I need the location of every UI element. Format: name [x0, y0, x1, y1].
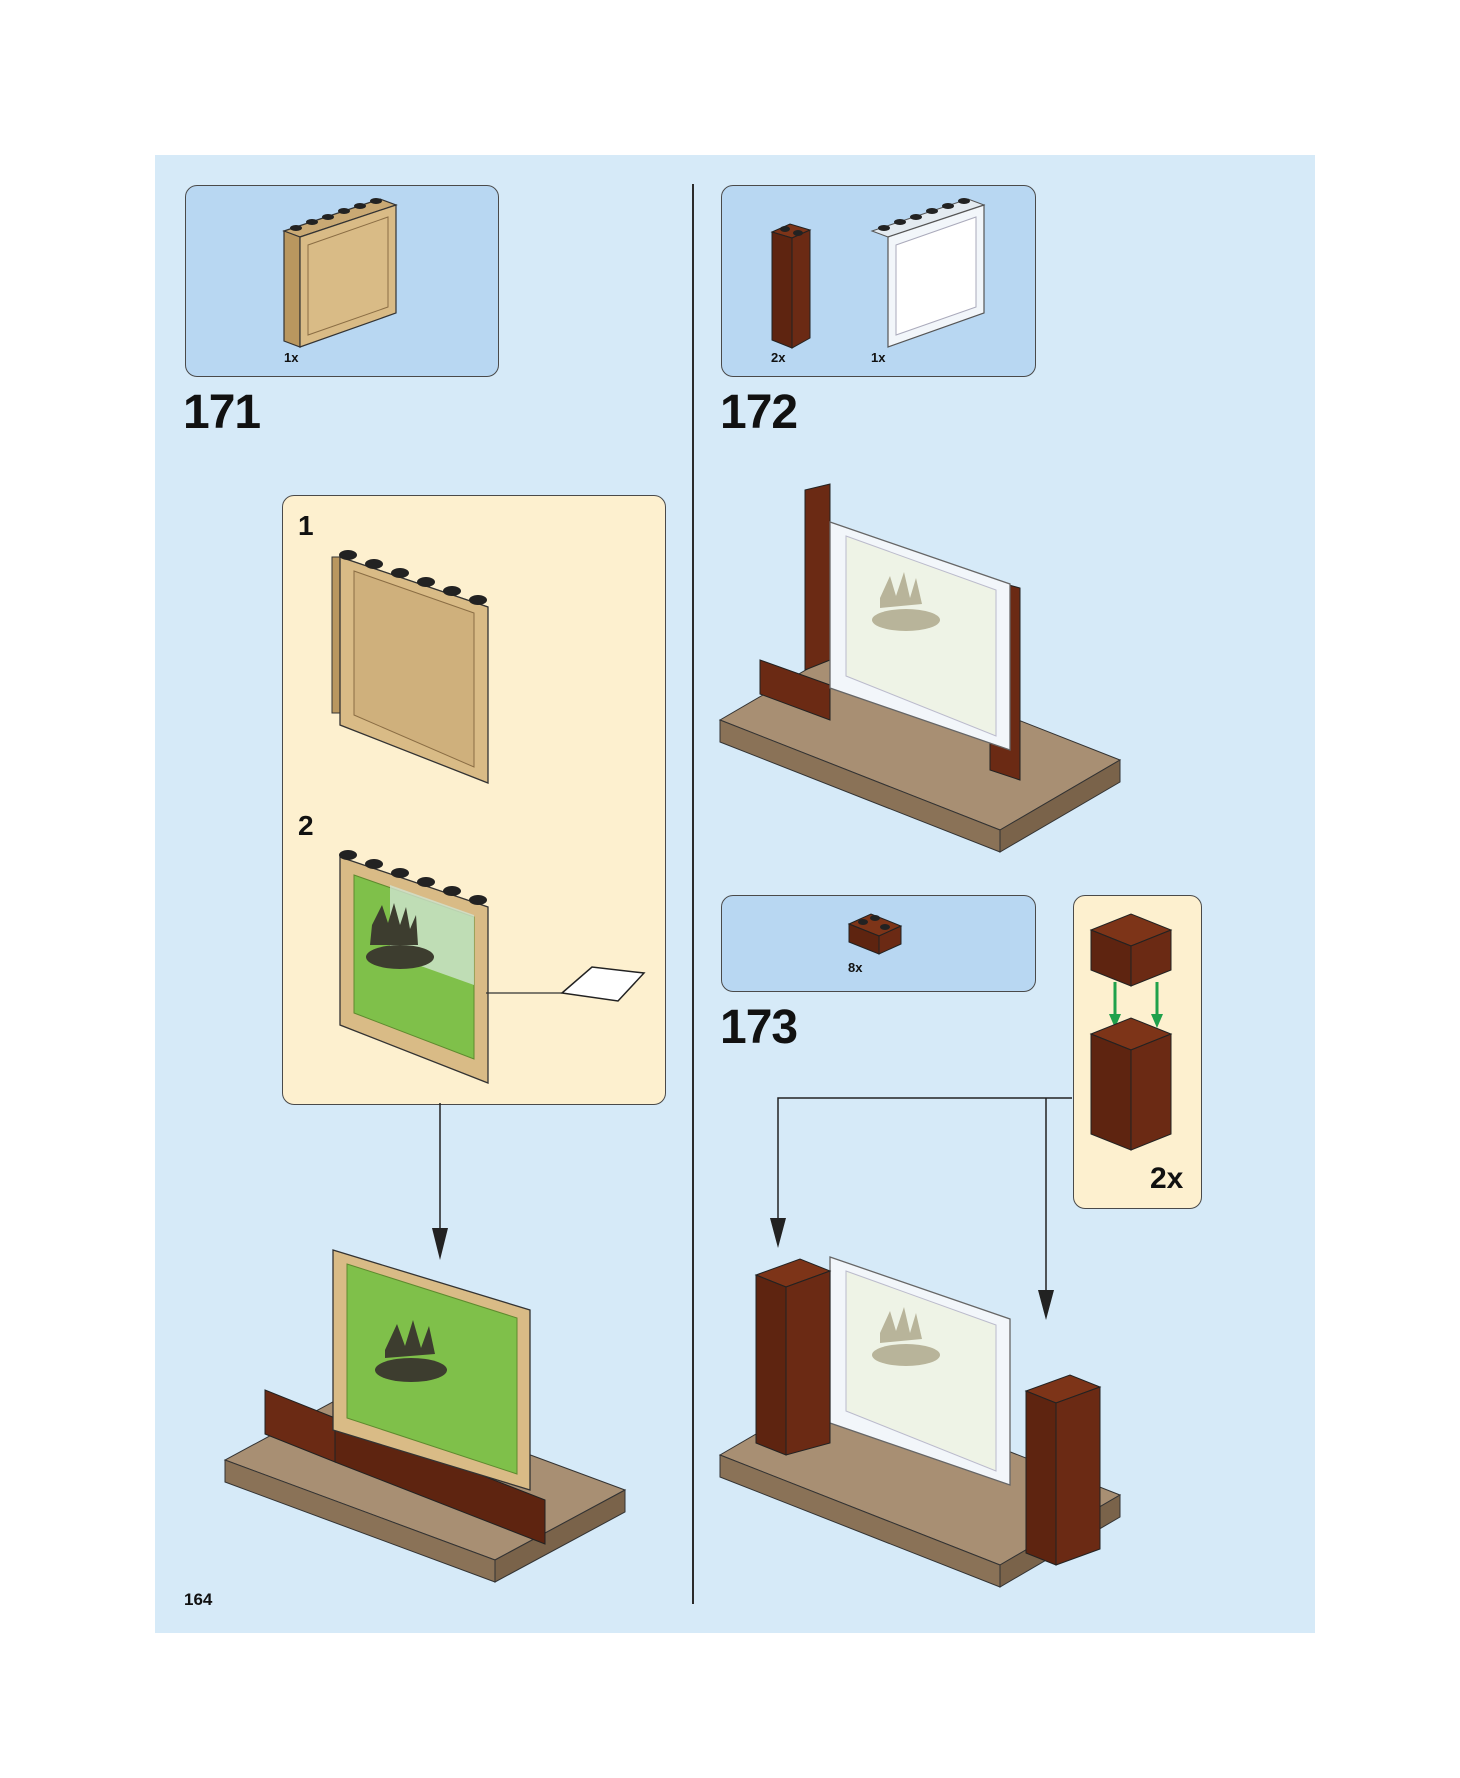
model-step-173 — [720, 1215, 1120, 1615]
panel-with-sticker-sub-step-2 — [330, 845, 650, 1085]
corner-brick-part-image — [845, 910, 915, 960]
part-qty-172-2: 1x — [871, 350, 885, 365]
sub-assembly-multiplier: 2x — [1150, 1162, 1183, 1196]
part-qty-172-1: 2x — [771, 350, 785, 365]
tan-panel-sub-step-1 — [330, 545, 520, 785]
step-number-173: 173 — [720, 1000, 797, 1055]
tan-panel-part-image — [280, 195, 410, 355]
step-number-172: 172 — [720, 385, 797, 440]
corner-brick-stack-sub-assembly — [1085, 910, 1195, 1150]
page-number: 164 — [184, 1590, 212, 1610]
brown-brick-part-image — [768, 220, 828, 350]
model-step-171 — [225, 1240, 625, 1620]
model-step-172 — [720, 480, 1120, 870]
step-number-171: 171 — [183, 385, 260, 440]
part-qty-173-1: 8x — [848, 960, 862, 975]
window-part-image — [868, 195, 998, 355]
sub-step-number-1: 1 — [298, 510, 314, 542]
placement-arrow-171 — [430, 1103, 450, 1263]
sub-step-number-2: 2 — [298, 810, 314, 842]
column-divider — [692, 184, 694, 1604]
part-qty-171-1: 1x — [284, 350, 298, 365]
